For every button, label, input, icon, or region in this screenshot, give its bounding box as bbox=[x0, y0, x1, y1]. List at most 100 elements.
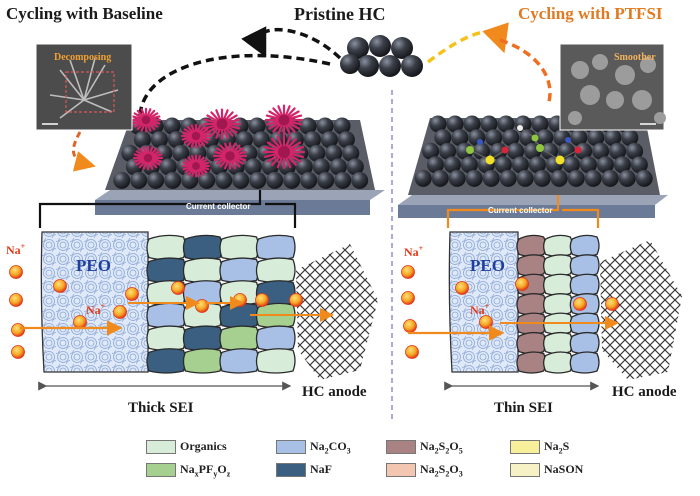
hc-sphere bbox=[465, 169, 483, 187]
sei-grain bbox=[182, 257, 223, 283]
na-ion bbox=[455, 281, 469, 295]
legend-swatch-organics bbox=[146, 440, 176, 454]
hc-sphere bbox=[232, 171, 250, 189]
hc-sphere bbox=[533, 169, 551, 187]
thick-sei-label: Thick SEI bbox=[128, 400, 194, 416]
sei-grain bbox=[182, 325, 223, 351]
hc-sphere bbox=[333, 117, 351, 135]
na-ion bbox=[113, 305, 127, 319]
sei-grain bbox=[569, 351, 600, 374]
na-ion bbox=[9, 293, 23, 307]
na-ion bbox=[573, 297, 587, 311]
hc-anode-left-label: HC anode bbox=[302, 384, 367, 400]
hc-anode-right-label: HC anode bbox=[612, 384, 677, 400]
sei-grain bbox=[146, 325, 187, 351]
hc-sphere bbox=[541, 142, 559, 160]
title-baseline: Cycling with Baseline bbox=[6, 4, 163, 23]
sei-grain bbox=[516, 293, 547, 316]
hc-sphere bbox=[198, 171, 216, 189]
legend-swatch-nason bbox=[510, 463, 540, 477]
sei-grain bbox=[182, 234, 223, 261]
left-thick-sei-layer bbox=[146, 234, 296, 374]
sem-left-label: Decomposing bbox=[54, 52, 112, 63]
hc-sphere bbox=[485, 129, 503, 147]
na-ion bbox=[171, 281, 185, 295]
hc-sphere bbox=[159, 158, 177, 176]
hc-sphere bbox=[252, 131, 270, 149]
hc-sphere bbox=[172, 144, 190, 162]
hc-sphere bbox=[308, 144, 326, 162]
hc-sphere bbox=[249, 171, 267, 189]
hc-sphere bbox=[502, 129, 520, 147]
hc-sphere bbox=[337, 131, 355, 149]
hc-sphere bbox=[130, 171, 148, 189]
hc-sphere bbox=[113, 171, 131, 189]
flower bbox=[180, 123, 212, 149]
legend-swatch-na2s2o5 bbox=[386, 440, 416, 454]
ptfsi-arc-arrow-2 bbox=[499, 38, 552, 106]
hc-sphere bbox=[621, 129, 639, 147]
flower bbox=[212, 142, 248, 170]
baseline-arc-arrow-2 bbox=[138, 53, 331, 119]
hc-sphere bbox=[490, 142, 508, 160]
sei-grain bbox=[569, 234, 600, 258]
hc-sphere bbox=[507, 142, 525, 160]
hc-sphere bbox=[422, 142, 440, 160]
title-pristine-hc: Pristine HC bbox=[294, 4, 386, 24]
hc-sphere bbox=[499, 169, 517, 187]
sei-grain bbox=[569, 254, 600, 277]
hc-sphere bbox=[426, 156, 444, 174]
na-label-left-mid: Na+ bbox=[86, 302, 106, 317]
hc-sphere bbox=[609, 142, 627, 160]
flower-core bbox=[216, 118, 228, 130]
thin-sei-label: Thin SEI bbox=[494, 400, 553, 416]
hc-sphere bbox=[584, 169, 602, 187]
sei-grain bbox=[146, 234, 187, 261]
legend-swatch-na2s2o3 bbox=[386, 463, 416, 477]
sei-grain bbox=[219, 257, 260, 283]
hc-sphere bbox=[235, 131, 253, 149]
sei-grain bbox=[543, 234, 573, 258]
flower-core bbox=[278, 146, 290, 158]
sei-grain bbox=[516, 234, 547, 258]
na-ion bbox=[53, 279, 67, 293]
right-hc-anode bbox=[600, 240, 682, 380]
hc-sphere bbox=[248, 117, 266, 135]
hc-sphere bbox=[448, 169, 466, 187]
flower-core bbox=[192, 162, 200, 170]
hc-sphere bbox=[463, 115, 481, 133]
sei-grain bbox=[255, 348, 296, 374]
left-peo-layer bbox=[40, 231, 149, 373]
hc-sphere bbox=[312, 158, 330, 176]
ion-arrows-left bbox=[20, 296, 334, 336]
legend-label-nason: NaSON bbox=[544, 462, 584, 476]
sei-grain bbox=[543, 293, 573, 316]
current-collector-right: Current collector bbox=[488, 206, 553, 215]
peo-label-left: PEO bbox=[76, 256, 111, 275]
hc-sphere bbox=[351, 171, 369, 189]
legend-label-naf: NaF bbox=[310, 462, 332, 476]
hc-sphere bbox=[133, 131, 151, 149]
hc-sphere bbox=[431, 169, 449, 187]
na-ion bbox=[515, 277, 529, 291]
hc-sphere bbox=[231, 117, 249, 135]
na-ion bbox=[405, 345, 419, 359]
sei-grain bbox=[543, 273, 573, 296]
sei-grain bbox=[255, 234, 296, 261]
hc-sphere bbox=[473, 142, 491, 160]
hc-sphere bbox=[592, 142, 610, 160]
sei-grain bbox=[569, 331, 600, 355]
hc-sphere bbox=[630, 156, 648, 174]
na-ion bbox=[195, 299, 209, 313]
hc-sphere bbox=[150, 131, 168, 149]
na-ion bbox=[289, 293, 303, 307]
legend-swatch-naxpfyoz bbox=[146, 463, 176, 477]
na-ion bbox=[605, 297, 619, 311]
baseline-arc-arrow bbox=[241, 26, 342, 60]
hc-sphere bbox=[635, 169, 653, 187]
sem-left-inset bbox=[35, 43, 133, 131]
right-bracket-a bbox=[446, 195, 560, 228]
hc-sphere bbox=[519, 129, 537, 147]
hc-sphere bbox=[626, 142, 644, 160]
hc-sphere bbox=[550, 169, 568, 187]
